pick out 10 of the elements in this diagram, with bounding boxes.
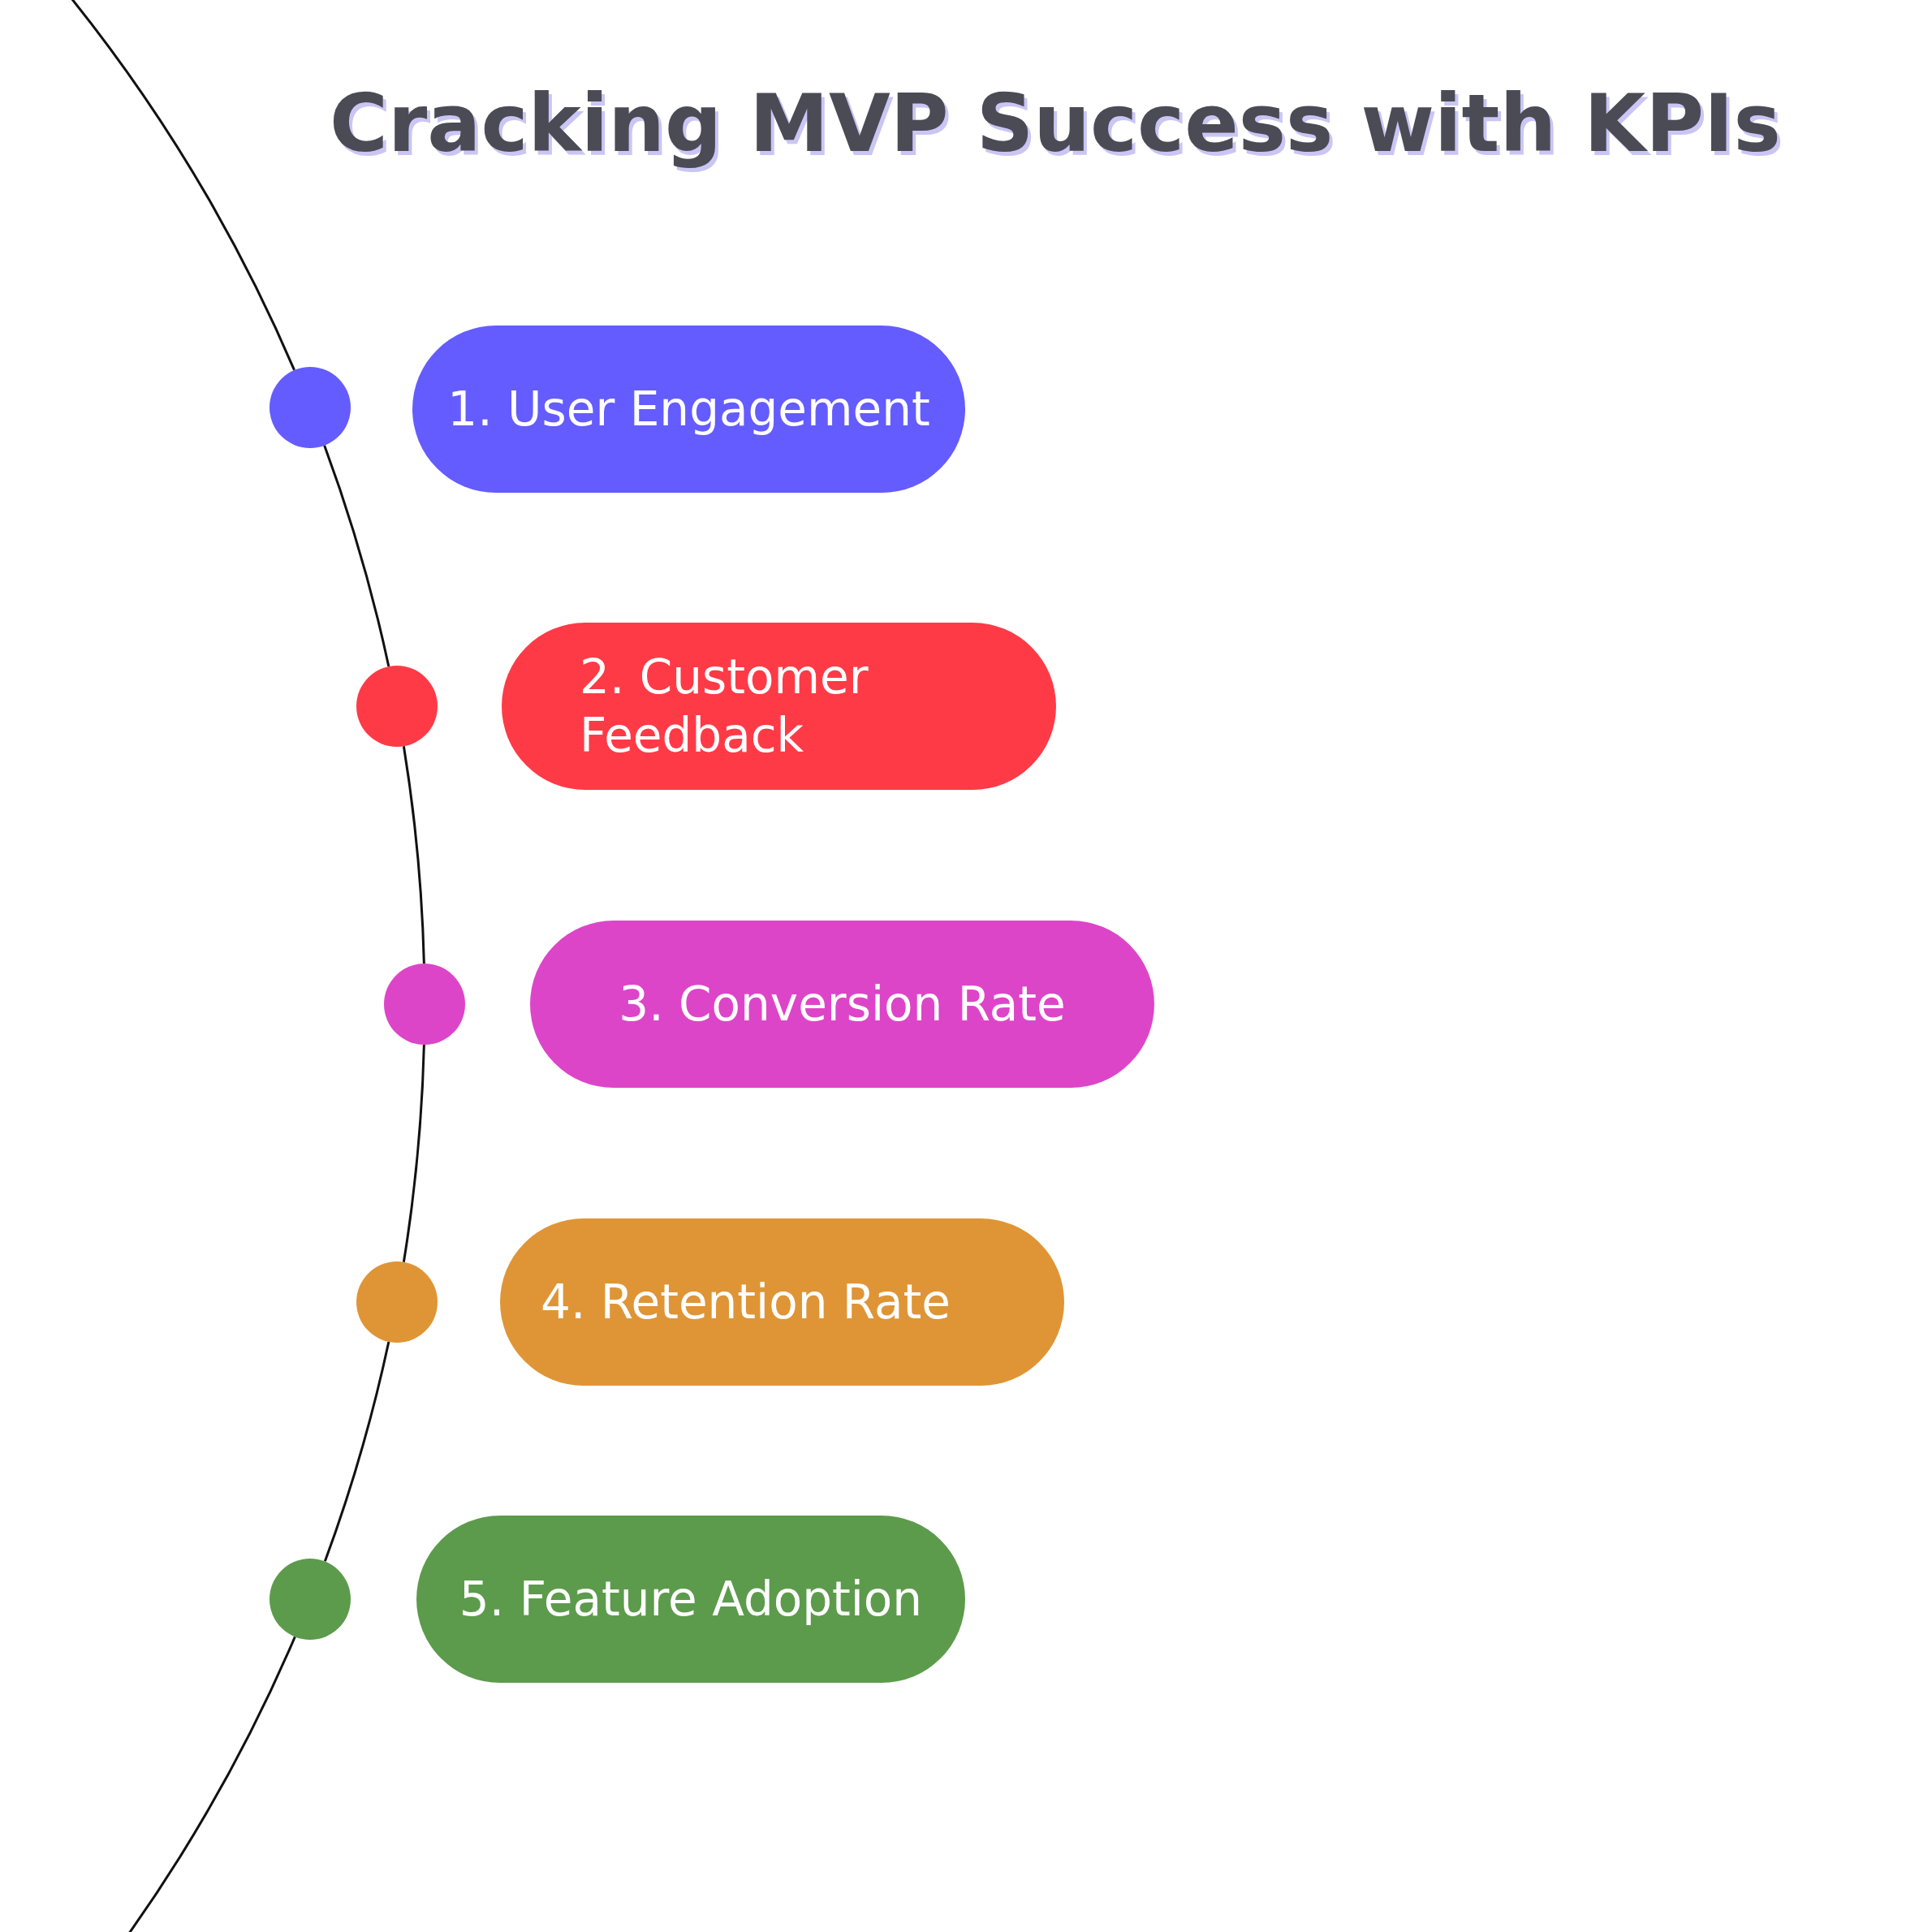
kpi-label: 2. Customer Feedback [580,648,869,765]
timeline-arc [323,1341,390,1562]
timeline-arc [402,1044,425,1262]
kpi-label: 1. User Engagement [447,380,930,438]
kpi-label: 3. Conversion Rate [619,975,1066,1033]
kpi-label: 4. Retention Rate [541,1273,951,1331]
timeline-arc [323,445,390,667]
kpi-label: 5. Feature Adoption [459,1570,923,1628]
title: Cracking MVP Success with KPIs [329,77,1782,170]
timeline-arc [402,746,425,964]
